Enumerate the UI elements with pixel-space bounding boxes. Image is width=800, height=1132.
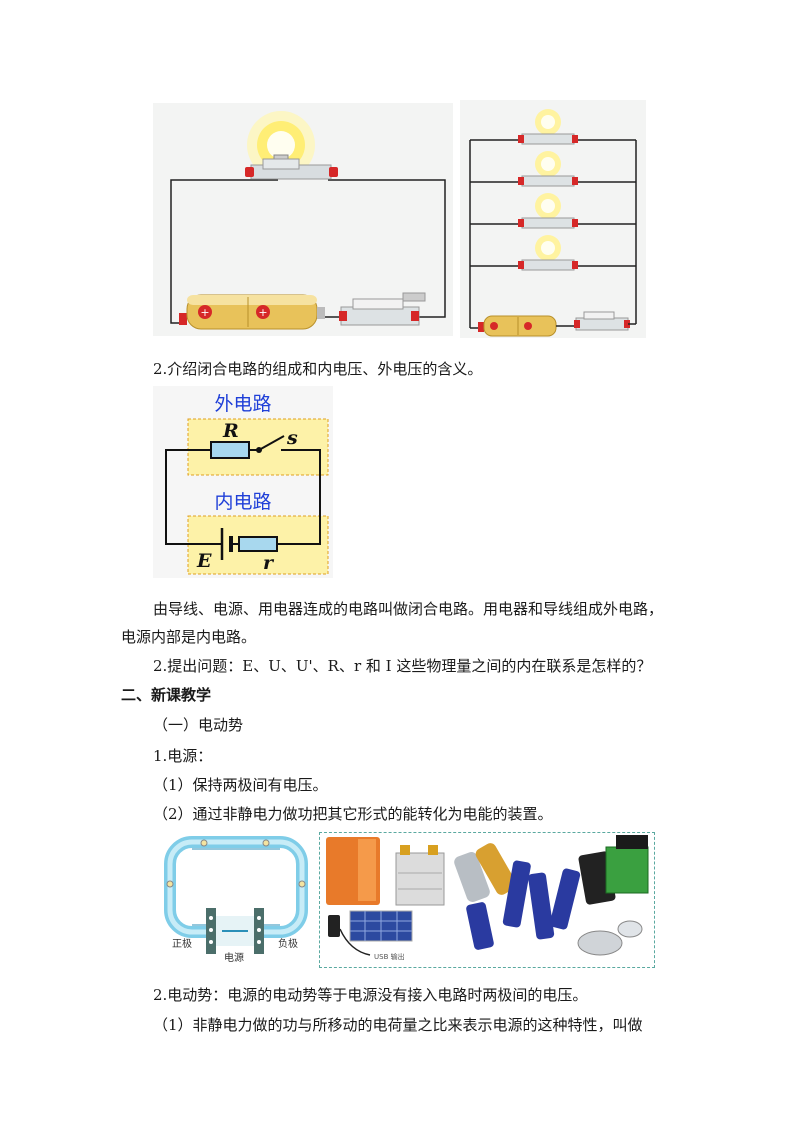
paragraph-line: 由导线、电源、用电器连成的电路叫做闭合电路。用电器和导线组成外电路，: [153, 600, 664, 618]
inner-circuit-title: 内电路: [214, 491, 271, 513]
paragraph-line: 电源内部是内电路。: [121, 628, 257, 646]
section-heading: 二、新课教学: [121, 686, 212, 704]
internal-resistance-label: r: [263, 552, 275, 574]
cylinder-batteries-icon: [454, 835, 649, 956]
subsection-heading: （一）电动势: [153, 716, 244, 734]
bulb-row: [470, 109, 636, 145]
power-source-diagram: 正极 负极 电源: [162, 834, 312, 964]
parallel-circuit-figure: [460, 100, 646, 338]
batteries-photo-collage: USB 输出: [319, 832, 655, 968]
bulb-row: [470, 235, 636, 271]
closed-circuit-schematic: 外电路 内电路 R s E r: [153, 386, 333, 578]
parallel-circuit-drawing: [469, 109, 637, 337]
resistor-label: R: [222, 420, 239, 442]
list-item: 2.电动势：电源的电动势等于电源没有接入电路时两极间的电压。: [153, 986, 588, 1004]
list-item: （1）非静电力做的功与所移动的电荷量之比来表示电源的这种特性，叫做: [153, 1016, 643, 1034]
list-item: 1.电源：: [153, 747, 213, 765]
outer-circuit-title: 外电路: [214, 393, 271, 415]
negative-pole-label: 负极: [278, 937, 298, 950]
emf-label: E: [196, 550, 212, 572]
battery-pair-icon: + +: [179, 294, 325, 330]
light-bulb-icon: [245, 111, 338, 180]
bulb-row: [470, 151, 636, 187]
switch-label: s: [286, 427, 298, 449]
battery-pair-icon: [470, 315, 576, 337]
svg-text:+: +: [258, 306, 267, 319]
series-circuit-figure: + +: [153, 103, 453, 336]
list-item: （2）通过非静电力做功把其它形式的能转化为电能的装置。: [153, 805, 553, 823]
svg-text:+: +: [200, 306, 209, 319]
positive-pole-label: 正极: [172, 937, 192, 950]
knife-switch-icon: [574, 311, 636, 331]
power-source-label: 电源: [224, 951, 244, 964]
schematic-drawing: 外电路 内电路 R s E r: [165, 393, 329, 575]
power-source-drawing: 正极 负极 电源: [164, 836, 308, 964]
batteries-photo: USB 输出: [326, 835, 649, 961]
list-item: （1）保持两极间有电压。: [153, 776, 328, 794]
bulb-row: [470, 193, 636, 229]
series-circuit-drawing: + +: [170, 111, 446, 330]
paragraph-line: 2.提出问题：E、U、U'、R、r 和 I 这些物理量之间的内在联系是怎样的？: [153, 657, 652, 675]
solar-panel-icon: [328, 910, 413, 956]
knife-switch-icon: [339, 292, 426, 326]
usb-output-label: USB 输出: [374, 952, 405, 961]
text-line: 2.介绍闭合电路的组成和内电压、外电压的含义。: [153, 360, 483, 378]
